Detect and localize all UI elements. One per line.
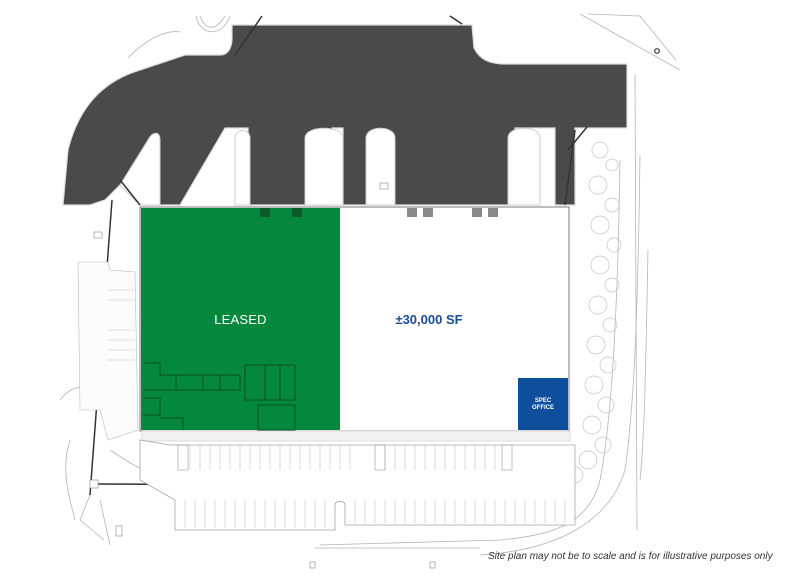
front-sidewalk bbox=[141, 430, 571, 442]
leased-suite bbox=[141, 208, 340, 430]
spec-office-label: SPEC OFFICE bbox=[518, 398, 568, 412]
side-parking-stripes bbox=[108, 289, 135, 361]
survey-point-icon bbox=[654, 48, 660, 54]
disclaimer-note: Site plan may not be to scale and is for… bbox=[488, 551, 773, 562]
spec-office-line2: OFFICE bbox=[532, 405, 554, 411]
parking-stripes bbox=[184, 445, 566, 528]
site-context-lines bbox=[59, 13, 681, 556]
utility-markers bbox=[89, 182, 436, 569]
accessible-stalls bbox=[177, 444, 513, 471]
available-suite-label: ±30,000 SF bbox=[395, 312, 463, 327]
leased-suite-label: LEASED bbox=[214, 312, 267, 327]
leased-office-layout bbox=[143, 362, 296, 431]
side-parking-lot bbox=[77, 261, 139, 441]
dock-doors bbox=[260, 208, 498, 217]
parking-lot bbox=[139, 439, 576, 531]
spec-office-block bbox=[518, 378, 568, 430]
spec-office-line1: SPEC bbox=[534, 398, 552, 404]
